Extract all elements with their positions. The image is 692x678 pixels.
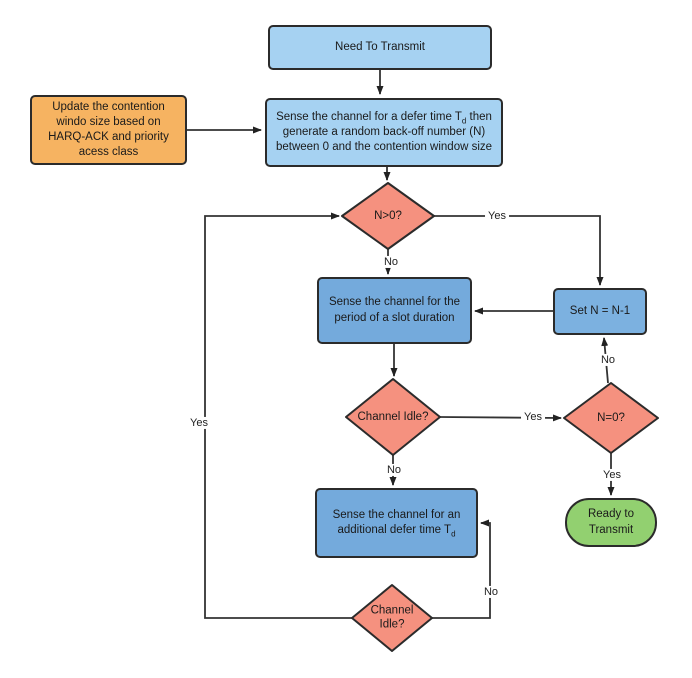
- subscript-d: d: [451, 529, 456, 539]
- node-label: Ready to Transmit: [587, 508, 635, 536]
- node-label: Update the contention windo size based o…: [48, 100, 169, 159]
- edge-label-idle2-no: No: [480, 585, 502, 599]
- label-n-eq-0: N=0?: [597, 411, 625, 424]
- edge-ngt0-yes-to-setn: [434, 215, 604, 286]
- subscript-d: d: [461, 116, 467, 126]
- node-label: Sense the channel for an additional defe…: [332, 508, 461, 539]
- node-sense-additional-defer: Sense the channel for an additional defe…: [315, 488, 478, 558]
- label-channel-idle-2: Channel Idle?: [370, 604, 414, 631]
- label-n-gt-0: N>0?: [374, 209, 402, 222]
- node-set-n-minus-1: Set N = N-1: [553, 288, 647, 335]
- node-label: Need To Transmit: [335, 40, 425, 53]
- edge-label-neq0-yes: Yes: [600, 468, 624, 482]
- diamond-n-eq-0: [563, 382, 659, 454]
- edge-label-ngt0-yes: Yes: [485, 209, 509, 223]
- node-sense-defer-time: Sense the channel for a defer time Td th…: [265, 98, 503, 167]
- edge-label-ngt0-no: No: [380, 255, 402, 269]
- edge-label-idle1-yes: Yes: [521, 410, 545, 424]
- diamond-n-gt-0: [341, 182, 435, 250]
- node-sense-slot-duration: Sense the channel for the period of a sl…: [317, 277, 472, 344]
- edge-idle2-no-loop: [432, 519, 491, 619]
- node-update-contention-window: Update the contention windo size based o…: [30, 95, 187, 165]
- edge-label-idle1-no: No: [383, 463, 405, 477]
- label-channel-idle-1: Channel Idle?: [357, 410, 429, 423]
- node-label: Sense the channel for a defer time Td th…: [275, 110, 493, 154]
- diamond-channel-idle-2: [351, 584, 433, 652]
- edge-label-idle2-yes: Yes: [187, 416, 211, 430]
- diamond-channel-idle-1: [345, 378, 441, 456]
- edge-label-neq0-no: No: [597, 353, 619, 367]
- node-label: Set N = N-1: [569, 304, 631, 317]
- node-label: Sense the channel for the period of a sl…: [328, 296, 461, 324]
- node-ready-to-transmit: Ready to Transmit: [565, 498, 657, 547]
- node-need-to-transmit: Need To Transmit: [268, 25, 492, 70]
